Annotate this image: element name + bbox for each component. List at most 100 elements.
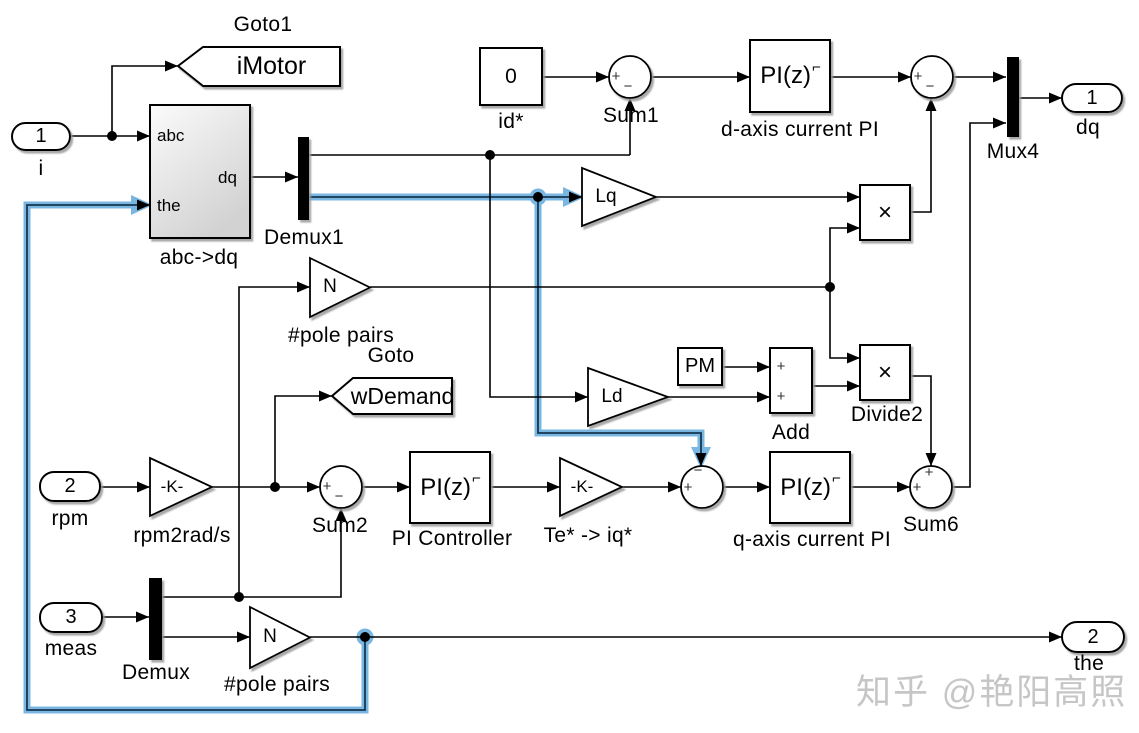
pi-text: PI(z) <box>420 473 471 501</box>
npole-top-label: #pole pairs <box>287 324 395 347</box>
pi-sup-mark: ⌐ <box>811 58 821 76</box>
sum6-label: Sum6 <box>902 513 960 536</box>
outport-1-number[interactable]: 1 <box>1086 86 1098 109</box>
demux1-block[interactable] <box>298 137 309 220</box>
inport-3-block[interactable] <box>39 602 103 633</box>
sum2-label: Sum2 <box>311 514 369 537</box>
demux-block[interactable] <box>149 578 162 660</box>
npole-bot-gain-text[interactable]: N <box>263 626 277 647</box>
te2iq-gain-text[interactable]: -K- <box>570 477 594 496</box>
npole-bot-label: #pole pairs <box>223 673 331 696</box>
pi-sup-mark: ⌐ <box>471 470 481 487</box>
abc2dq-label: abc->dq <box>159 246 239 269</box>
wire-id-feedback <box>309 98 631 156</box>
q-axis-pi-icon[interactable]: PI(z)⌐ <box>770 452 850 523</box>
goto1-label: Goto1 <box>233 13 293 36</box>
sum2-minus-sign: − <box>334 487 344 505</box>
product-block[interactable] <box>859 184 911 241</box>
wire-wdemand <box>274 395 332 487</box>
sum1-plus-sign: + <box>611 67 621 85</box>
abc2dq-subsystem-block[interactable] <box>149 104 251 239</box>
goto-wdemand-block[interactable] <box>330 377 453 415</box>
inport-3-number[interactable]: 3 <box>65 606 77 628</box>
demux1-label: Demux1 <box>264 226 344 249</box>
pm-constant-block[interactable] <box>677 347 723 386</box>
sum2-block[interactable] <box>319 465 363 509</box>
inport-2-block[interactable] <box>39 471 101 502</box>
npole-top-gain-block[interactable] <box>309 256 373 319</box>
sum2-plus-sign: + <box>322 477 332 495</box>
pm-constant-text[interactable]: PM <box>685 355 715 377</box>
idref-constant-block[interactable] <box>479 47 543 106</box>
outport-1-block[interactable] <box>1061 83 1123 113</box>
subsystem-port-abc: abc <box>157 126 185 145</box>
divide2-block[interactable] <box>859 344 911 401</box>
pi-text: PI(z) <box>780 473 831 501</box>
q-sum-plus-sign: + <box>683 478 693 496</box>
npole-top-gain-text[interactable]: N <box>323 276 337 297</box>
wire-meas-sum2 <box>162 508 342 598</box>
inport-3-label: meas <box>44 637 98 660</box>
inport-1-label: i <box>38 157 44 180</box>
d-sum-plus-sign: + <box>913 67 923 85</box>
d-axis-pi-label: d-axis current PI <box>721 118 879 141</box>
lq-gain-block[interactable] <box>581 166 659 228</box>
pi-text: PI(z) <box>760 62 811 89</box>
add-label: Add <box>771 421 811 444</box>
goto1-block[interactable] <box>176 46 341 87</box>
inport-2-label: rpm <box>51 507 89 530</box>
d-axis-pi-icon[interactable]: PI(z)⌐ <box>750 40 830 112</box>
ld-gain-block[interactable] <box>587 366 671 428</box>
rpm2rad-gain-text[interactable]: -K- <box>160 477 184 496</box>
divide2-label: Divide2 <box>850 403 924 426</box>
wire-sum6-mux4 <box>952 122 1006 488</box>
divide2-icon[interactable]: × <box>877 358 892 386</box>
subsystem-port-the: the <box>157 196 181 215</box>
sum6-block[interactable] <box>909 465 953 509</box>
idref-constant-value[interactable]: 0 <box>505 64 517 88</box>
pi-controller-block[interactable] <box>409 451 491 524</box>
sum1-minus-sign: − <box>623 77 633 95</box>
d-axis-pi-block[interactable] <box>749 39 831 113</box>
wire-meas-npole <box>238 286 310 597</box>
subsystem-port-dq: dq <box>218 168 237 187</box>
mux4-block[interactable] <box>1007 57 1019 137</box>
wire-we <box>370 227 860 359</box>
watermark-text: 知乎 @艳阳高照 <box>856 673 1128 712</box>
d-sum-block[interactable] <box>910 55 954 99</box>
inport-2-number[interactable]: 2 <box>64 475 76 497</box>
goto1-tag-text[interactable]: iMotor <box>236 52 307 80</box>
lq-gain-text[interactable]: Lq <box>595 186 617 207</box>
sum6-plus-left-sign: + <box>912 478 922 496</box>
rpm2rad-gain-block[interactable] <box>149 456 215 518</box>
wire-id-to-ld <box>489 155 588 398</box>
add-block[interactable] <box>769 347 813 414</box>
outport-2-block[interactable] <box>1061 621 1125 653</box>
arrowheads <box>136 60 1062 643</box>
q-sum-minus-sign: − <box>693 461 703 479</box>
wire-divide2-sum6 <box>910 375 932 466</box>
pi-controller-icon[interactable]: PI(z)⌐ <box>410 452 490 523</box>
idref-label: id* <box>498 110 524 133</box>
outport-2-number[interactable]: 2 <box>1087 625 1099 648</box>
demux-label: Demux <box>121 661 191 684</box>
inport-1-block[interactable] <box>11 122 71 151</box>
q-axis-pi-block[interactable] <box>769 451 851 524</box>
add-plus-bottom: + <box>776 387 786 405</box>
q-sum-block[interactable] <box>680 465 724 509</box>
ld-gain-text[interactable]: Ld <box>601 386 623 407</box>
inport-1-number[interactable]: 1 <box>35 125 47 147</box>
te2iq-gain-block[interactable] <box>559 456 625 518</box>
sum1-block[interactable] <box>608 55 652 99</box>
pi-sup-mark: ⌐ <box>831 470 841 487</box>
product-icon[interactable]: × <box>877 198 892 226</box>
outport-1-label: dq <box>1076 116 1100 139</box>
npole-bot-gain-block[interactable] <box>249 605 312 670</box>
q-axis-pi-label: q-axis current PI <box>733 528 891 551</box>
goto-label: Goto <box>367 344 415 367</box>
d-sum-minus-sign: − <box>925 77 935 95</box>
te2iq-label: Te* -> iq* <box>543 524 633 547</box>
signal-wires[interactable] <box>70 65 1062 638</box>
goto-wdemand-tag-text[interactable]: wDemand <box>350 382 455 409</box>
